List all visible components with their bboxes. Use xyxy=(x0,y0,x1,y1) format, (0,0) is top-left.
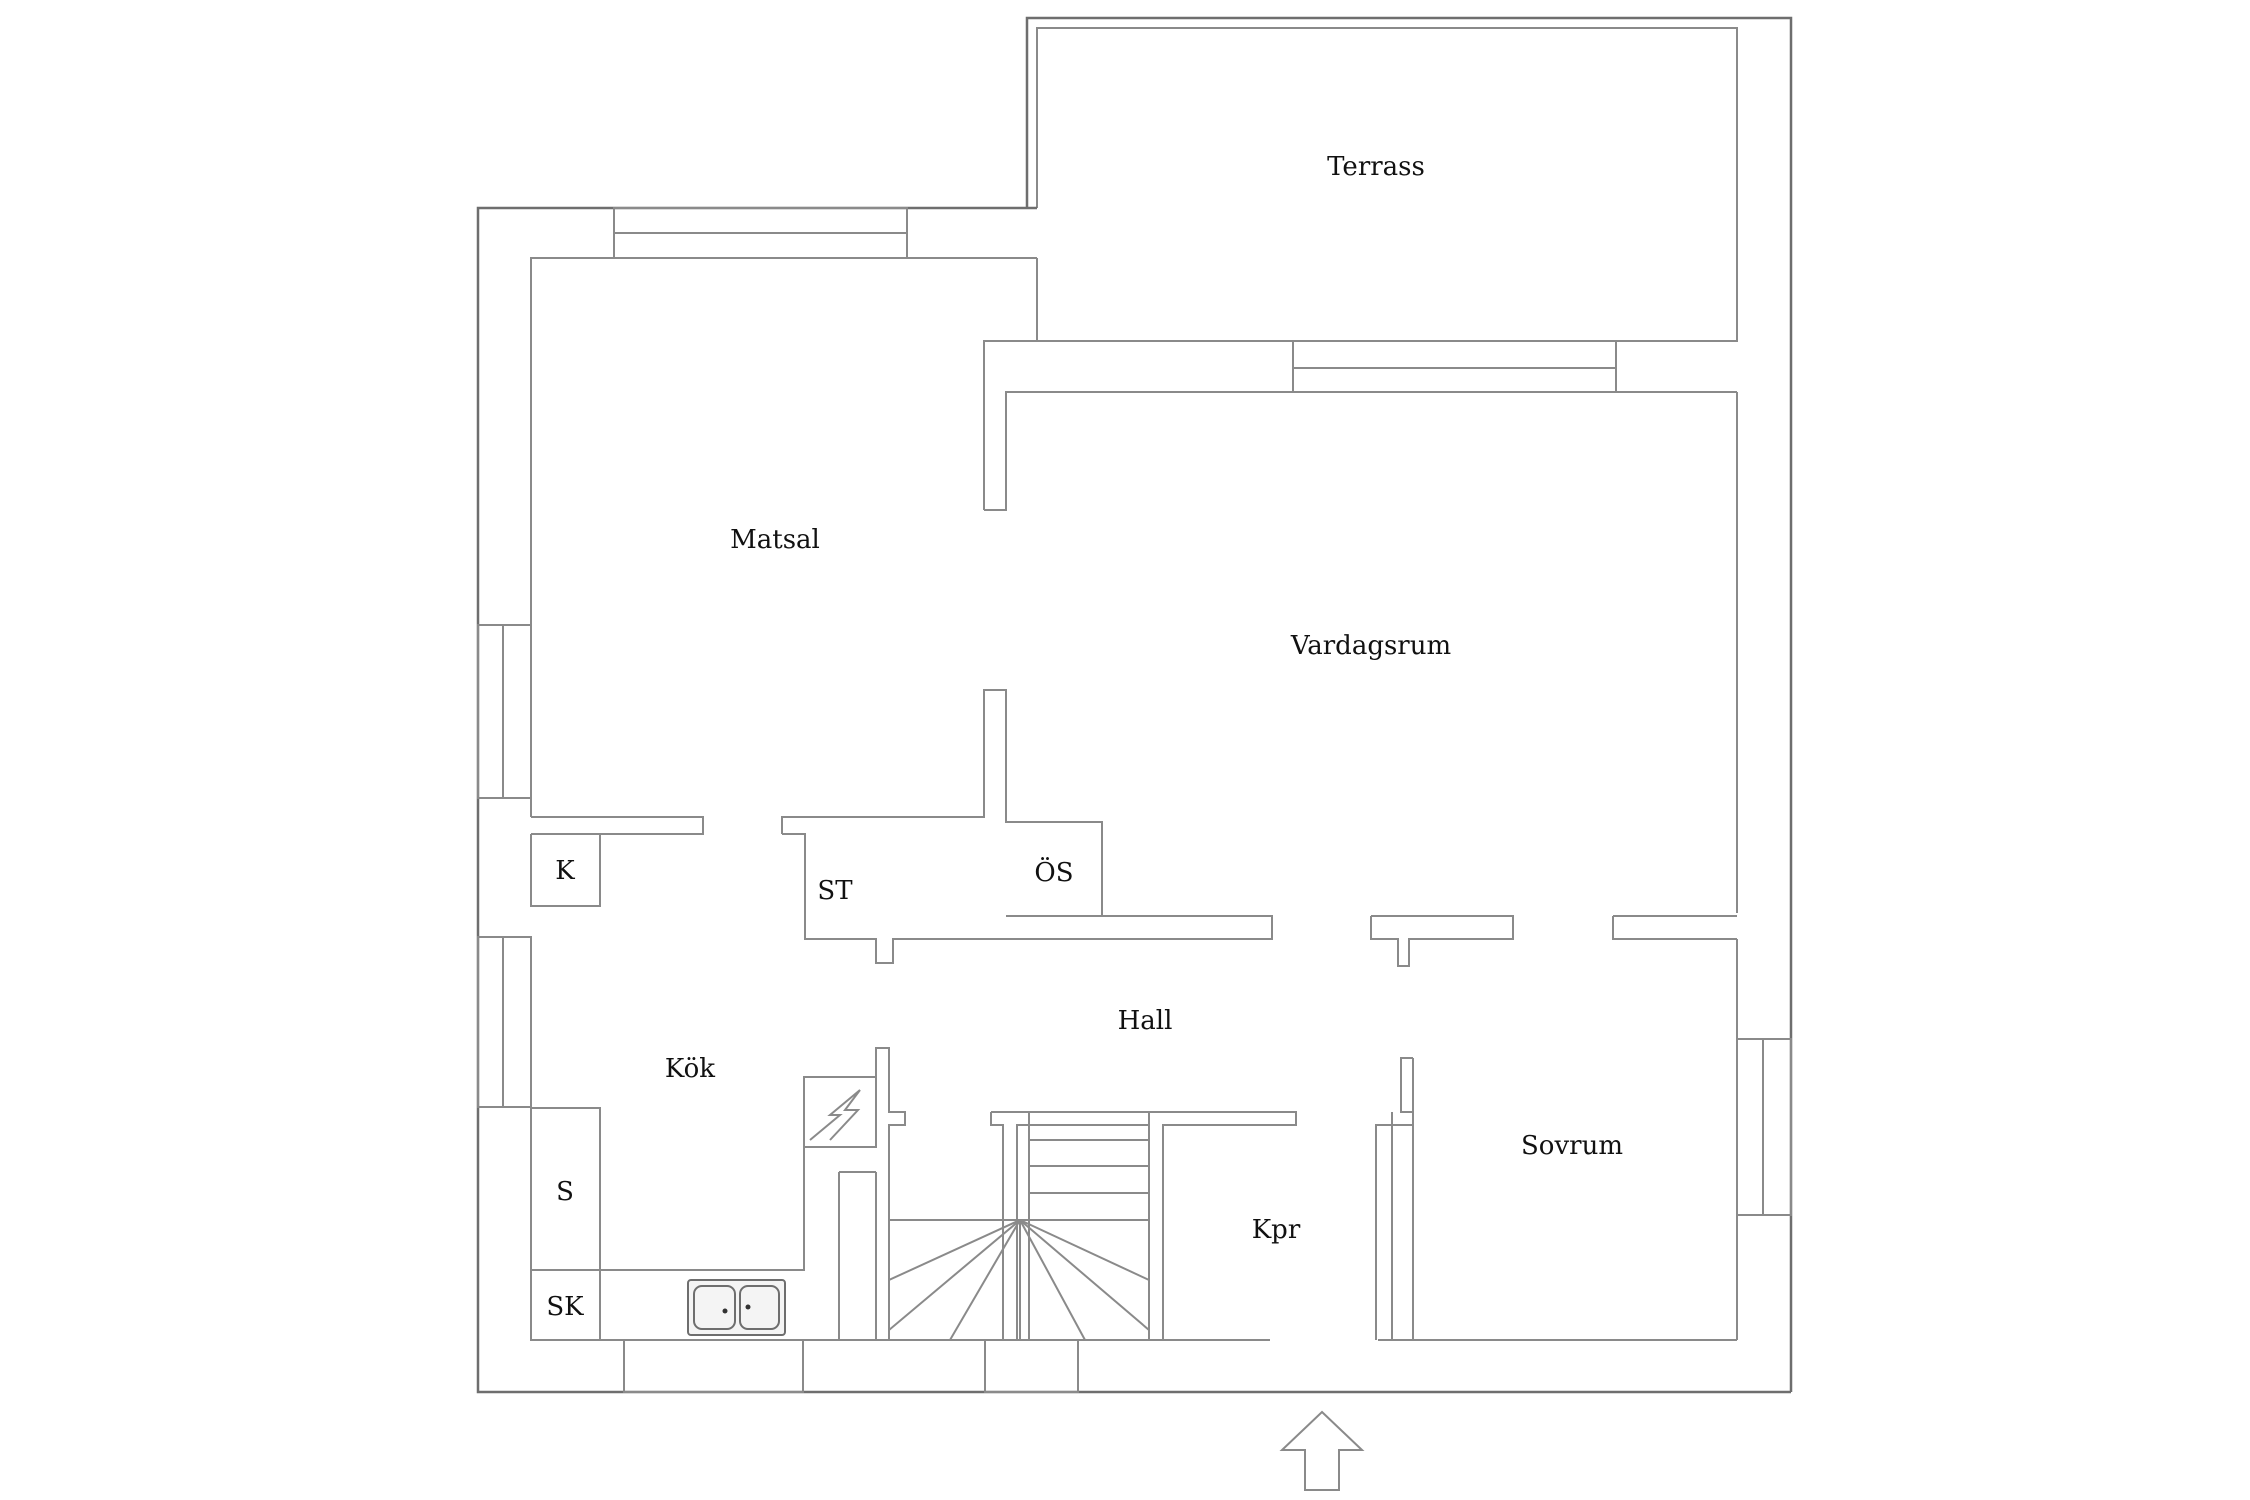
room-label-vardagsrum: Vardagsrum xyxy=(1290,631,1451,661)
interior-walls xyxy=(530,340,1737,1340)
room-label-sovrum: Sovrum xyxy=(1521,1131,1623,1161)
room-label-terrass: Terrass xyxy=(1327,152,1425,182)
room-label-matsal: Matsal xyxy=(730,525,820,555)
chimney xyxy=(803,1076,877,1148)
room-label-kok: Kök xyxy=(665,1054,715,1084)
terrace-outline xyxy=(1025,16,1793,1392)
room-label-k: K xyxy=(555,856,575,886)
up-arrow-icon xyxy=(1279,1410,1365,1491)
room-label-sk: SK xyxy=(546,1292,584,1322)
room-label-hall: Hall xyxy=(1118,1006,1173,1036)
room-label-st: ST xyxy=(817,876,853,906)
zigzag-icon xyxy=(809,1089,861,1141)
double-sink-icon xyxy=(687,1279,786,1336)
room-label-kpr: Kpr xyxy=(1252,1215,1301,1245)
room-label-s: S xyxy=(556,1177,574,1207)
exterior-walls xyxy=(476,206,1791,1394)
staircase xyxy=(888,1111,1150,1341)
room-label-os: ÖS xyxy=(1034,856,1073,888)
kitchen-counter xyxy=(599,1108,805,1270)
windows xyxy=(477,207,1792,1393)
